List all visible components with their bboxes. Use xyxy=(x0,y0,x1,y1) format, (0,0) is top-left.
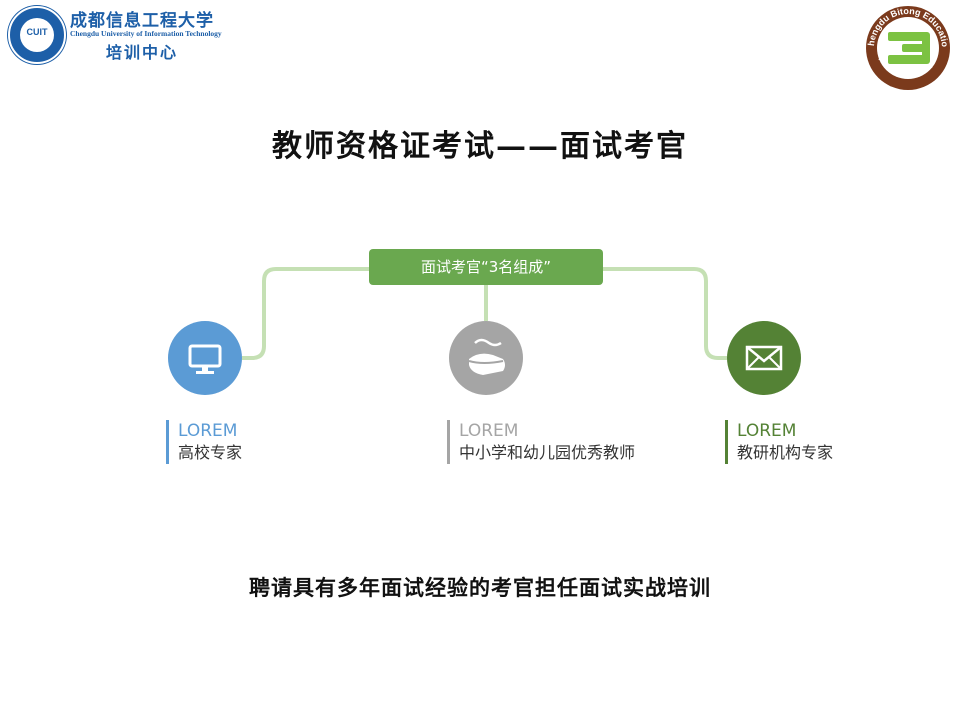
bitong-education-logo: Chengdu Bitong Education 成都必通教育 xyxy=(861,0,952,92)
examiner-label-university: LOREM 高校专家 xyxy=(166,420,242,464)
examiner-label-school: LOREM 中小学和幼儿园优秀教师 xyxy=(447,420,635,464)
monitor-icon xyxy=(188,344,222,374)
item-heading: LOREM xyxy=(178,421,238,441)
university-name-cn: 成都信息工程大学 xyxy=(70,11,214,31)
item-heading: LOREM xyxy=(737,421,797,441)
item-description: 教研机构专家 xyxy=(737,443,834,462)
university-logo: CUIT 成都信息工程大学 Chengdu University of Info… xyxy=(8,6,248,64)
seal-text: CUIT xyxy=(26,27,48,37)
research-expert-node xyxy=(727,321,801,395)
bitong-badge-icon: Chengdu Bitong Education 成都必通教育 xyxy=(861,0,950,90)
school-teacher-node xyxy=(449,321,523,395)
training-center-label: 培训中心 xyxy=(106,43,179,62)
university-seal-icon: CUIT xyxy=(8,6,66,64)
item-heading: LOREM xyxy=(459,421,519,441)
examiner-count-box: 面试考官“3名组成” xyxy=(369,249,603,285)
item-description: 中小学和幼儿园优秀教师 xyxy=(459,443,636,462)
university-name-en: Chengdu University of Information Techno… xyxy=(70,29,222,38)
envelope-icon xyxy=(745,345,783,371)
mouse-icon xyxy=(468,338,505,375)
footer-statement: 聘请具有多年面试经验的考官担任面试实战培训 xyxy=(249,575,711,600)
university-expert-node xyxy=(168,321,242,395)
page-title: 教师资格证考试——面试考官 xyxy=(272,129,688,164)
examiner-label-research: LOREM 教研机构专家 xyxy=(725,420,833,464)
item-description: 高校专家 xyxy=(178,443,243,462)
